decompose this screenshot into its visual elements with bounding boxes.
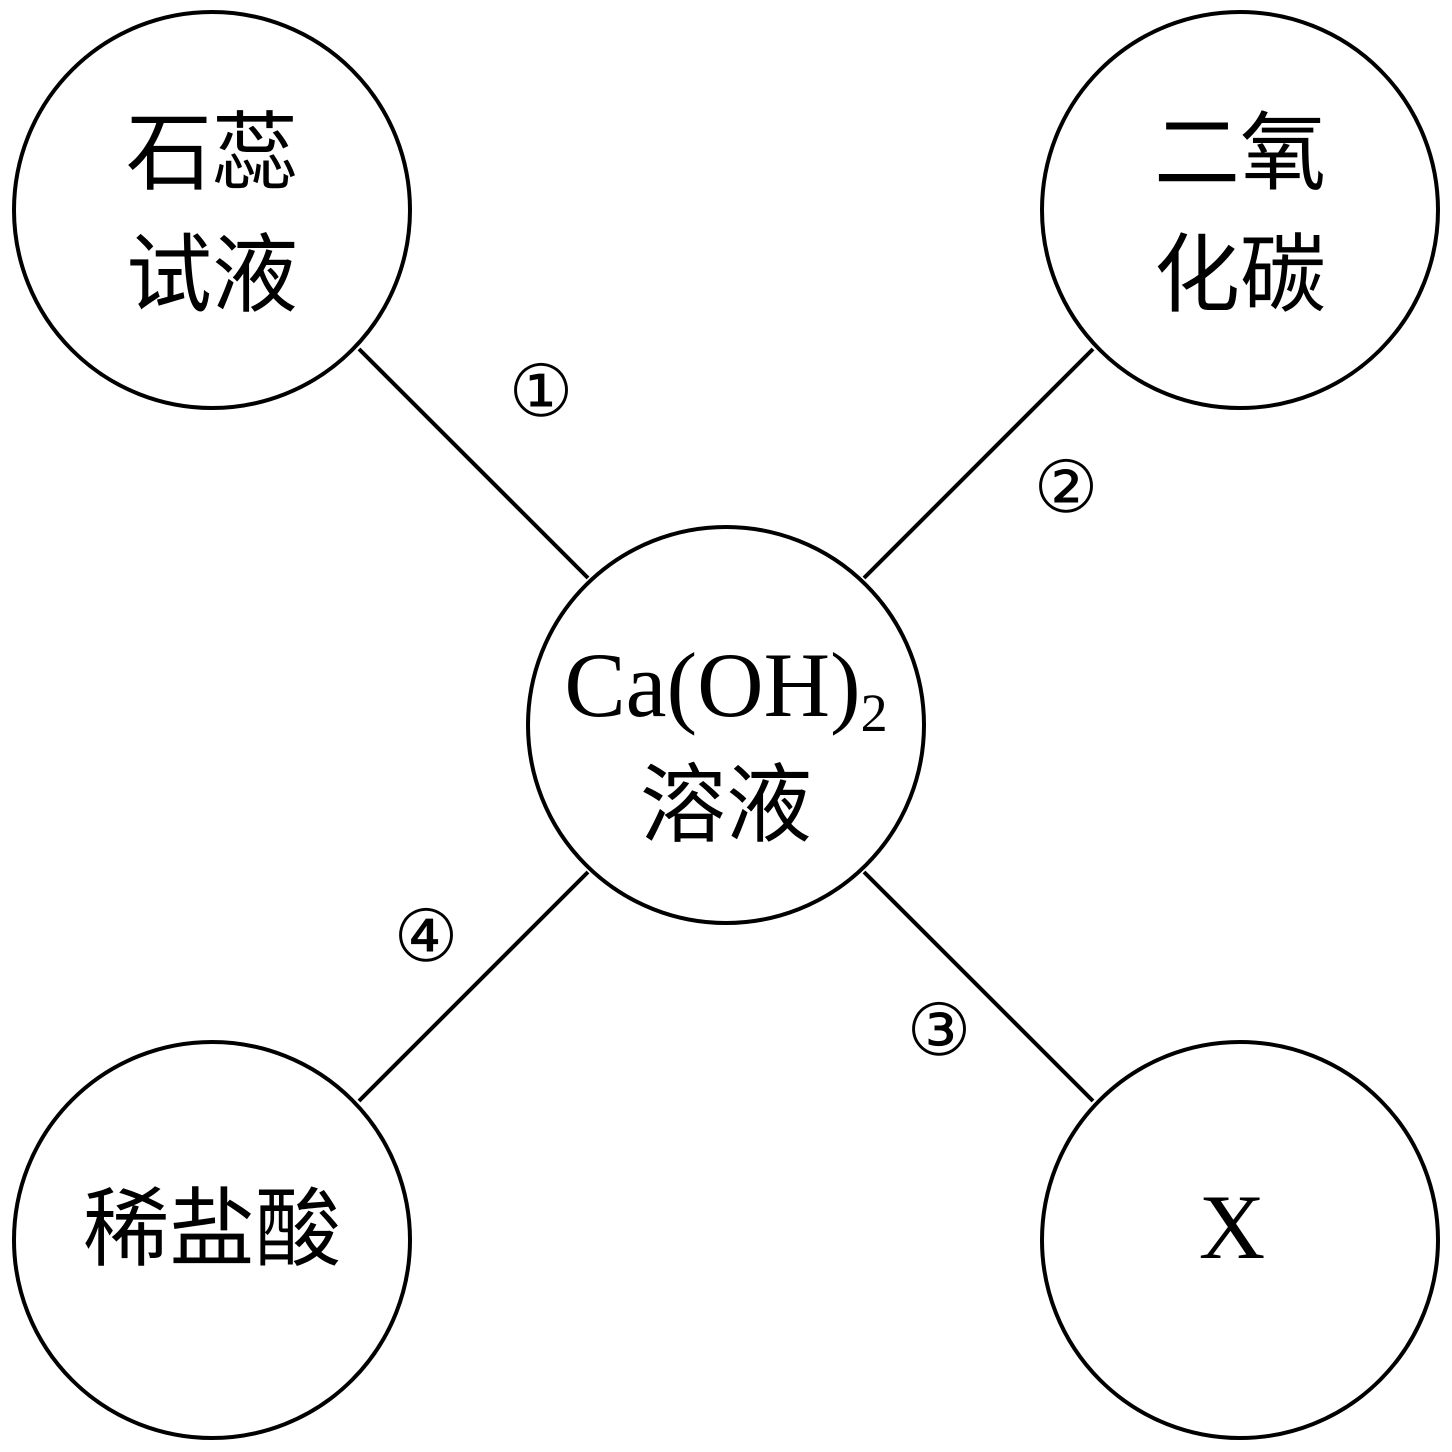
- node-circle-dilute-hydrochloric-acid: [12, 1040, 412, 1440]
- node-label-carbon-dioxide-line1: 二氧: [1154, 104, 1326, 204]
- node-label-dilute-hydrochloric-acid: 稀盐酸: [83, 1180, 341, 1280]
- node-label-litmus-line1: 石蕊: [126, 104, 298, 204]
- node-litmus: 石蕊 试液: [12, 10, 412, 410]
- node-label-litmus-line2: 试液: [126, 226, 298, 326]
- node-circle-calcium-hydroxide: [526, 525, 926, 925]
- node-carbon-dioxide: 二氧 化碳: [1040, 10, 1440, 410]
- node-label-carbon-dioxide-line2: 化碳: [1154, 226, 1326, 326]
- edge-number-labels: ① ② ③ ④: [394, 349, 1099, 1072]
- node-calcium-hydroxide: Ca(OH)2 溶液: [526, 525, 926, 925]
- node-circle-litmus: [12, 10, 412, 410]
- node-x: X: [1040, 1040, 1440, 1440]
- edge-line-1: [357, 347, 590, 580]
- edge-line-2: [862, 347, 1095, 580]
- edge-label-2: ②: [1034, 445, 1099, 529]
- node-label-calcium-hydroxide-line2: 溶液: [640, 756, 812, 856]
- formula-subscript: 2: [861, 683, 888, 743]
- connector-lines: [357, 347, 1095, 1103]
- edge-line-3: [862, 870, 1095, 1103]
- node-circle-x: [1040, 1040, 1440, 1440]
- edge-label-4: ④: [394, 894, 459, 978]
- node-circle-carbon-dioxide: [1040, 10, 1440, 410]
- edge-label-1: ①: [509, 349, 574, 433]
- node-formula-calcium-hydroxide: Ca(OH)2: [564, 634, 887, 743]
- node-label-x: X: [1199, 1176, 1265, 1278]
- edge-line-4: [357, 870, 590, 1103]
- formula-main: Ca(OH): [564, 634, 860, 736]
- edge-label-3: ③: [907, 988, 972, 1072]
- node-dilute-hydrochloric-acid: 稀盐酸: [12, 1040, 412, 1440]
